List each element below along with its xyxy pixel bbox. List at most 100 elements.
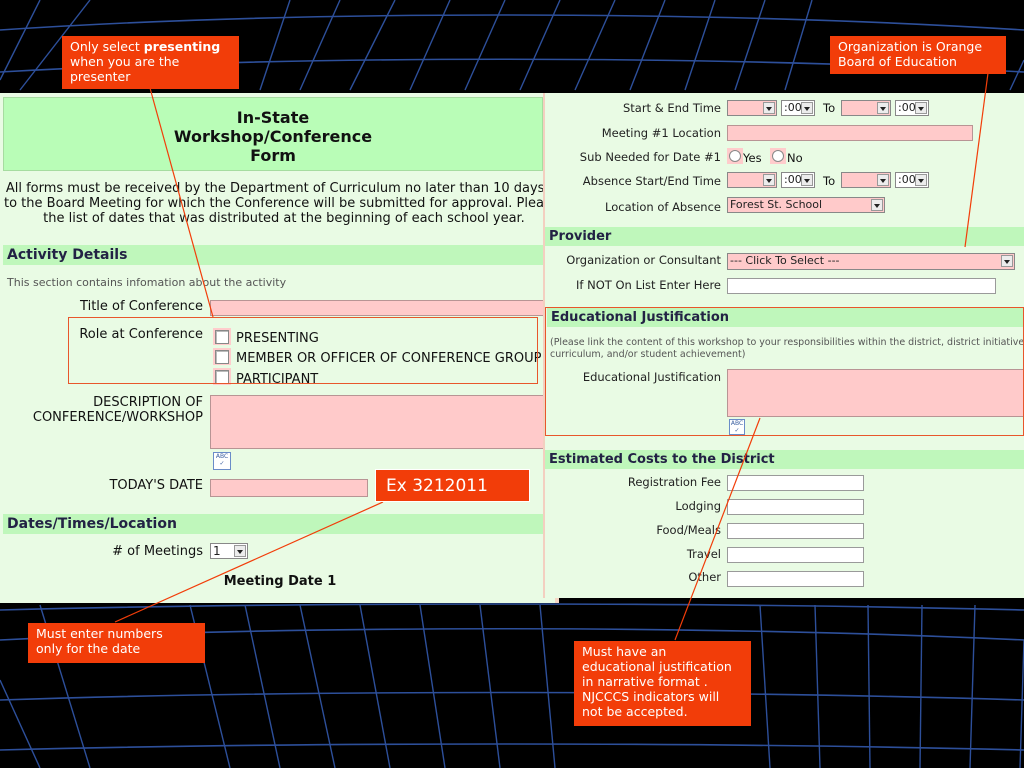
role-highlight-box	[68, 317, 538, 384]
food-meals-input[interactable]	[727, 523, 864, 539]
chevron-down-icon[interactable]	[763, 174, 775, 186]
yes-label: Yes	[743, 151, 762, 165]
absence-location-select[interactable]: Forest St. School	[727, 197, 885, 213]
form-title-line: Workshop/Conference	[173, 127, 373, 146]
intro-line: to the Board Meeting for which the Confe…	[4, 196, 559, 211]
callout-text: Only select	[70, 39, 144, 54]
chevron-down-icon[interactable]	[234, 545, 246, 557]
edu-note-line: (Please link the content of this worksho…	[550, 337, 1024, 348]
edu-justification-callout: Must have an educational justification i…	[574, 641, 751, 726]
no-label: No	[787, 151, 803, 165]
description-label: DESCRIPTION OF CONFERENCE/WORKSHOP	[20, 395, 203, 425]
callout-line: Must have an	[582, 644, 667, 659]
food-meals-label: Food/Meals	[656, 523, 721, 537]
absence-end-hour-select[interactable]	[841, 172, 891, 188]
checkbox-cell	[213, 348, 231, 365]
sub-needed-yes-radio[interactable]	[729, 150, 741, 162]
absence-location-label: Location of Absence	[605, 200, 721, 214]
intro-line: the list of dates that was distributed a…	[43, 211, 525, 226]
number-of-meetings-value: 1	[213, 544, 221, 558]
callout-line: not be accepted.	[582, 704, 688, 719]
form-title-line: In-State	[236, 108, 310, 127]
organization-label: Organization or Consultant	[566, 253, 721, 267]
activity-details-note: This section contains infomation about t…	[7, 276, 287, 289]
spellcheck-icon[interactable]: ABC✓	[213, 452, 231, 470]
absence-end-minute-select[interactable]: :00	[895, 172, 929, 188]
travel-input[interactable]	[727, 547, 864, 563]
dates-times-location-header: Dates/Times/Location	[3, 514, 543, 534]
callout-line: only for the date	[36, 641, 141, 656]
callout-line: in narrative format .	[582, 674, 708, 689]
chevron-down-icon[interactable]	[801, 102, 813, 114]
chevron-down-icon[interactable]	[877, 102, 889, 114]
presenting-checkbox[interactable]	[215, 330, 229, 344]
end-minute-select[interactable]: :00	[895, 100, 929, 116]
educational-justification-header: Educational Justification	[547, 308, 1024, 327]
end-minute-value: :00	[898, 101, 916, 114]
chevron-down-icon[interactable]	[915, 174, 927, 186]
number-of-meetings-select[interactable]: 1	[210, 543, 248, 559]
date-example-callout: Ex 3212011	[375, 469, 530, 502]
start-end-time-label: Start & End Time	[622, 101, 721, 115]
callout-line: Board of Education	[838, 54, 957, 69]
registration-fee-input[interactable]	[727, 475, 864, 491]
sub-needed-no-radio[interactable]	[772, 150, 784, 162]
end-hour-select[interactable]	[841, 100, 891, 116]
radio-cell	[727, 148, 743, 164]
form-title-line: Form	[250, 146, 296, 165]
form-title: In-State Workshop/Conference Form	[3, 97, 543, 171]
estimated-costs-header: Estimated Costs to the District	[545, 450, 1024, 469]
callout-bold-text: presenting	[143, 39, 221, 54]
other-label: Other	[688, 570, 721, 584]
educational-justification-textarea[interactable]	[727, 369, 1024, 417]
description-textarea[interactable]	[210, 395, 550, 449]
todays-date-label: TODAY'S DATE	[109, 478, 203, 493]
start-minute-select[interactable]: :00	[781, 100, 815, 116]
meeting-location-input[interactable]	[727, 125, 973, 141]
presenting-callout-line-1: Only select presenting	[70, 39, 231, 54]
absence-end-minute-value: :00	[898, 173, 916, 186]
organization-value: --- Click To Select ---	[730, 254, 840, 267]
title-of-conference-label: Title of Conference	[80, 299, 203, 314]
member-officer-checkbox[interactable]	[215, 350, 229, 364]
callout-line: Organization is Orange	[838, 39, 983, 54]
callout-line: NJCCCS indicators will	[582, 689, 720, 704]
checkbox-cell	[213, 328, 231, 345]
start-hour-select[interactable]	[727, 100, 777, 116]
presenting-callout: Only select presenting when you are the …	[62, 36, 239, 89]
title-of-conference-input[interactable]	[210, 300, 550, 316]
form-right-panel: Start & End Time :00 To :00 Meeting #1 L…	[543, 93, 1024, 598]
radio-cell	[770, 148, 786, 164]
todays-date-input[interactable]	[210, 479, 368, 497]
chevron-down-icon[interactable]	[801, 174, 813, 186]
chevron-down-icon[interactable]	[763, 102, 775, 114]
absence-start-minute-select[interactable]: :00	[781, 172, 815, 188]
callout-line: presenter	[70, 69, 131, 84]
edu-justification-highlight-box	[545, 307, 1024, 436]
educational-justification-note: (Please link the content of this worksho…	[550, 337, 1024, 361]
chevron-down-icon[interactable]	[877, 174, 889, 186]
to-label: To	[823, 174, 836, 188]
description-label-line: DESCRIPTION OF	[93, 395, 203, 410]
absence-start-hour-select[interactable]	[727, 172, 777, 188]
callout-line: when you are the	[70, 54, 180, 69]
not-on-list-input[interactable]	[727, 278, 996, 294]
other-input[interactable]	[727, 571, 864, 587]
absence-start-minute-value: :00	[784, 173, 802, 186]
checkbox-cell	[213, 368, 231, 385]
member-officer-label: MEMBER OR OFFICER OF CONFERENCE GROUP	[236, 351, 542, 366]
travel-label: Travel	[686, 547, 721, 561]
callout-line: educational justification	[582, 659, 732, 674]
lodging-label: Lodging	[675, 499, 721, 513]
lodging-input[interactable]	[727, 499, 864, 515]
chevron-down-icon[interactable]	[1001, 255, 1013, 267]
callout-line: Must enter numbers	[36, 626, 163, 641]
provider-header: Provider	[545, 227, 1024, 246]
meeting-location-label: Meeting #1 Location	[601, 126, 721, 140]
absence-time-label: Absence Start/End Time	[582, 174, 721, 188]
description-label-line: CONFERENCE/WORKSHOP	[32, 410, 203, 425]
chevron-down-icon[interactable]	[915, 102, 927, 114]
organization-select[interactable]: --- Click To Select ---	[727, 253, 1015, 270]
chevron-down-icon[interactable]	[871, 199, 883, 211]
start-minute-value: :00	[784, 101, 802, 114]
